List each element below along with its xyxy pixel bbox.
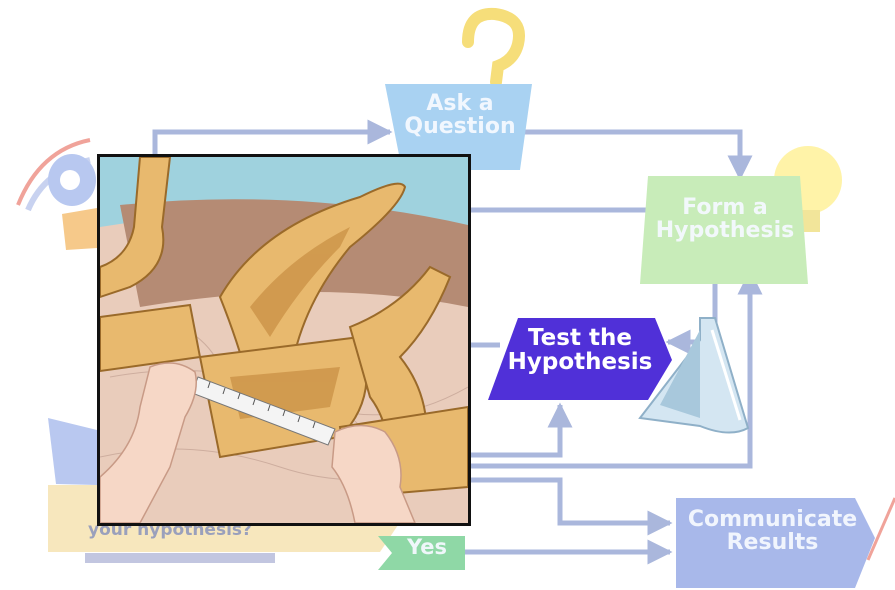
fossil-photo-illustration xyxy=(100,157,468,523)
arrow-ask-to-form xyxy=(520,132,740,178)
right-decoration xyxy=(868,498,895,560)
arrow-to-communicate-top xyxy=(465,480,670,523)
arrow-up-to-test xyxy=(465,405,560,455)
yes-box xyxy=(378,536,465,570)
form-hypothesis-box xyxy=(640,176,808,284)
decision-underline xyxy=(85,553,275,563)
test-hypothesis-box xyxy=(488,318,672,400)
eye-icon xyxy=(18,140,96,210)
decision-diamond xyxy=(48,418,97,485)
fossil-measurement-photo xyxy=(97,154,471,526)
left-orange-shape xyxy=(62,208,97,250)
communicate-results-box xyxy=(676,498,875,588)
